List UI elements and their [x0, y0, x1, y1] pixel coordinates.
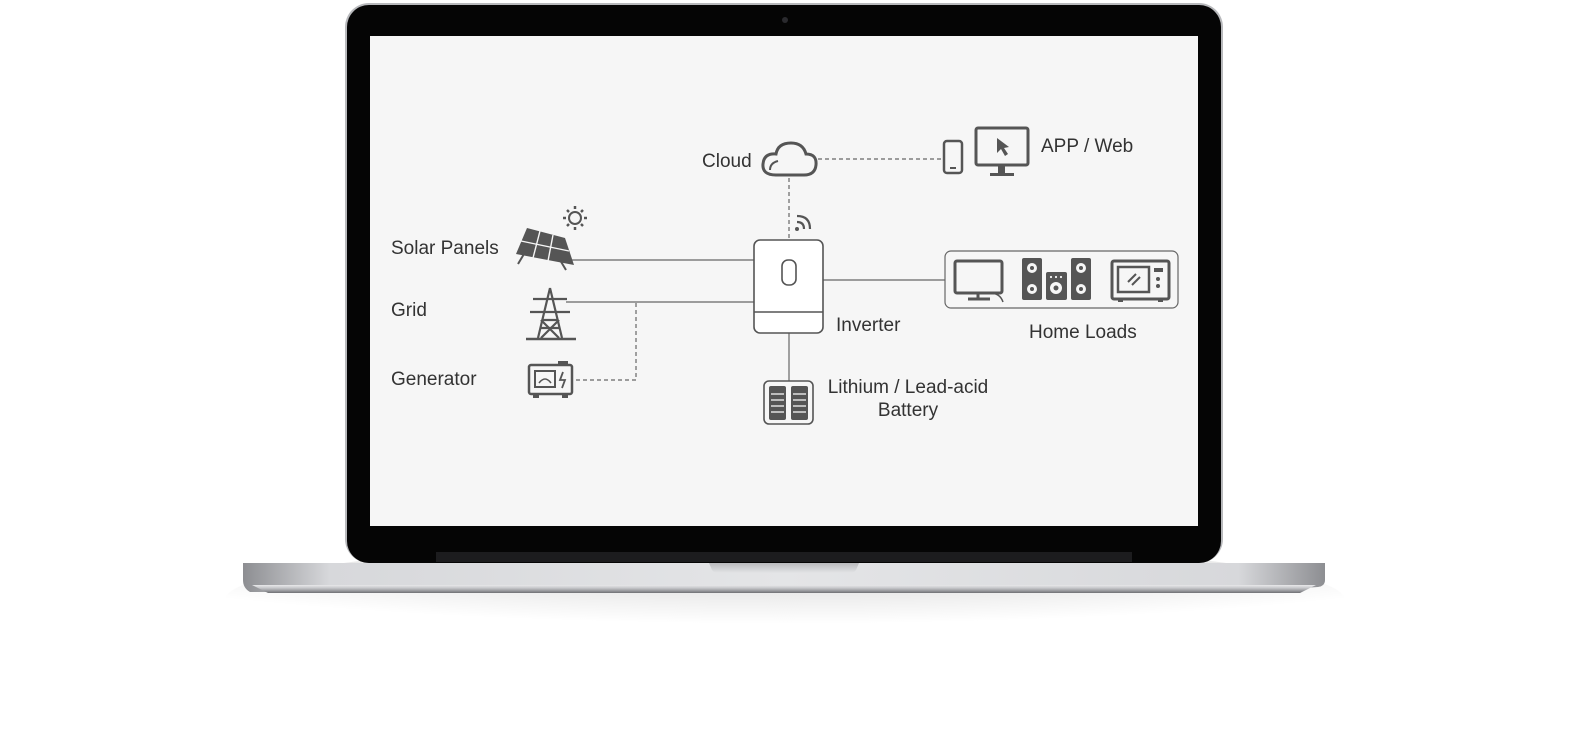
solar-panels-label: Solar Panels — [391, 238, 499, 259]
edge-generator-grid — [576, 302, 637, 381]
generator-icon — [527, 361, 574, 398]
grid-label: Grid — [391, 300, 427, 321]
app-web-label: APP / Web — [1041, 136, 1134, 157]
dashed-lines — [576, 158, 944, 381]
laptop-base — [243, 563, 1325, 592]
camera-icon — [782, 17, 788, 23]
inverter-label: Inverter — [836, 315, 901, 336]
monitor-cursor-icon — [974, 126, 1030, 176]
cloud-label: Cloud — [702, 151, 752, 172]
battery-label-line1: Lithium / Lead-acid — [827, 377, 989, 398]
inverter-icon — [753, 239, 824, 334]
wifi-signal-icon — [795, 214, 812, 231]
tv-icon — [953, 259, 1004, 303]
sun-icon — [563, 206, 587, 230]
home-loads-label: Home Loads — [1029, 322, 1137, 343]
battery-label-line2: Battery — [877, 400, 939, 421]
connection-lines — [566, 259, 945, 381]
battery-label: Lithium / Lead-acid Battery — [813, 376, 1003, 422]
transmission-tower-icon — [526, 287, 576, 341]
battery-icon — [763, 380, 814, 425]
hinge — [436, 552, 1132, 562]
speakers-icon — [1022, 258, 1091, 300]
laptop-base-lower — [252, 585, 1316, 593]
generator-label: Generator — [391, 369, 477, 390]
opening-notch — [709, 563, 859, 573]
cloud-icon — [761, 141, 818, 177]
solar-panel-icon — [516, 228, 574, 271]
home-loads-box — [944, 250, 1179, 309]
smartphone-icon — [942, 139, 964, 175]
microwave-icon — [1110, 259, 1171, 302]
